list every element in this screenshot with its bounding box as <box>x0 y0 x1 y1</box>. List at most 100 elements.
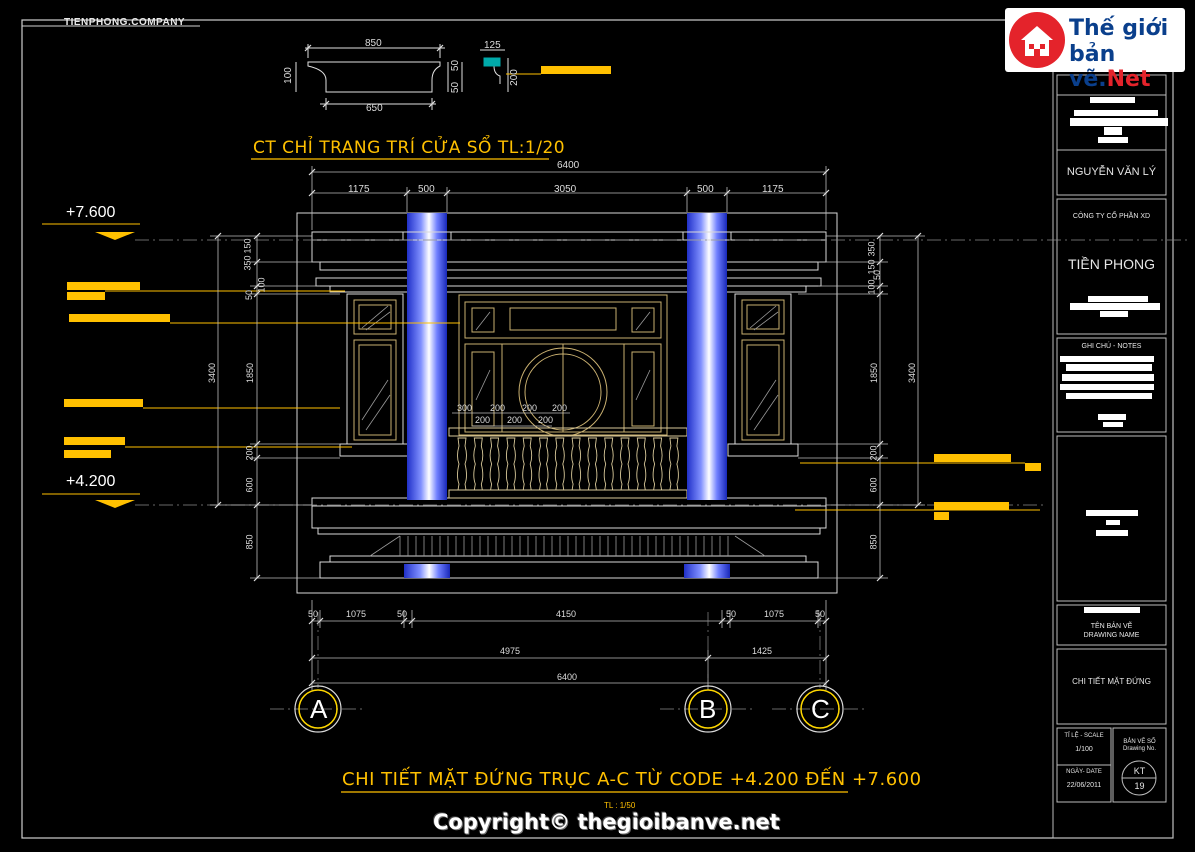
dim-bottom-4: 4150 <box>556 609 577 619</box>
tb-drawing-no-label-en: Drawing No. <box>1122 746 1156 752</box>
baluster <box>457 437 467 491</box>
dim-top-1: 1175 <box>348 184 370 195</box>
dim-right-total: 3400 <box>907 362 918 384</box>
dim-top-5: 1175 <box>762 184 784 195</box>
logo-line2-main: bản vẽ. <box>1069 42 1116 92</box>
dimension-tick <box>704 654 712 662</box>
company-header: TIENPHONG.COMPANY <box>64 17 186 28</box>
tb-drawing-name-label-en: DRAWING NAME <box>1083 632 1140 639</box>
elevation-scale: TL : 1/50 <box>604 801 636 810</box>
dimension-tick <box>308 679 316 687</box>
column-left <box>407 213 447 500</box>
dim-left-100: 100 <box>256 277 267 293</box>
balustrade <box>448 427 688 499</box>
tb-company-name: TIỀN PHONG <box>1067 256 1156 272</box>
baluster <box>505 437 516 491</box>
dim-left-850: 850 <box>244 534 255 550</box>
baluster <box>473 437 484 491</box>
axis-label-b: B <box>699 694 717 724</box>
rail-dim-top-2: 200 <box>490 403 506 413</box>
dimension-tick <box>436 44 444 52</box>
dimension-tick <box>253 258 261 266</box>
dimension-tick <box>876 440 884 448</box>
dimension-tick <box>876 282 884 290</box>
sheet-border <box>21 19 1174 839</box>
column-right <box>687 213 727 500</box>
rail-dim-top-4: 200 <box>552 403 568 413</box>
house-icon <box>1009 12 1065 68</box>
dimension-tick <box>718 617 726 625</box>
dimension-tick <box>914 232 922 240</box>
dimension-lines <box>210 166 925 690</box>
tb-date-value: 22/06/2011 <box>1066 782 1102 789</box>
dim-left-350: 350 <box>242 255 253 271</box>
baluster <box>522 437 533 491</box>
dimension-tick <box>822 168 830 176</box>
level-top: +7.600 <box>66 204 116 221</box>
dim-axis-total: 6400 <box>557 672 578 682</box>
logo-line1: Thế giới <box>1069 16 1169 41</box>
dimension-tick <box>822 617 830 625</box>
axis-label-c: C <box>811 694 830 724</box>
logo-line2-net: Net <box>1106 67 1151 92</box>
dim-right-200: 200 <box>868 445 879 461</box>
dimension-tick <box>308 189 316 197</box>
dim-left-1850: 1850 <box>245 362 256 384</box>
tb-designer: NGUYỄN VĂN LÝ <box>1066 166 1157 178</box>
tb-sheet-no: 19 <box>1134 781 1145 791</box>
dim-top-4: 500 <box>697 184 714 195</box>
leader-label-bar <box>541 66 611 74</box>
dim-left-total: 3400 <box>207 362 218 384</box>
dimension-tick <box>308 654 316 662</box>
column-base-left <box>404 564 450 578</box>
dimension-tick <box>876 290 884 298</box>
soffit-hatch <box>369 535 766 557</box>
detail-dim-50b: 50 <box>450 81 462 94</box>
tb-drawing-name: CHI TIẾT MẶT ĐỨNG <box>1072 677 1151 686</box>
dimension-tick <box>822 189 830 197</box>
dim-right-100: 100 <box>866 279 877 295</box>
axis-bubbles <box>294 685 844 733</box>
soffit-edge <box>369 535 401 557</box>
dim-left-50: 50 <box>244 289 255 301</box>
dimension-tick <box>914 501 922 509</box>
tb-company-label: CÔNG TY CỔ PHẦN XD <box>1072 213 1151 220</box>
dimension-tick <box>400 617 408 625</box>
tb-drawing-name-label: TÊN BẢN VẼ <box>1090 623 1133 630</box>
dimension-tick <box>253 454 261 462</box>
rail-dim-bottom-2: 200 <box>507 415 523 425</box>
dimension-tick <box>443 189 451 197</box>
dimension-tick <box>304 44 312 52</box>
dimension-tick <box>253 232 261 240</box>
dimension-tick <box>876 454 884 462</box>
dim-axis-bc: 1425 <box>752 646 773 656</box>
dimension-tick <box>403 189 411 197</box>
dimension-tick <box>723 189 731 197</box>
soffit-edge <box>734 535 766 557</box>
brand-logo[interactable]: Thế giới bản vẽ.Net <box>1005 8 1185 92</box>
dimension-tick <box>214 501 222 509</box>
dim-bottom-7: 50 <box>815 609 826 619</box>
dimension-tick <box>253 282 261 290</box>
baluster <box>538 437 549 491</box>
dimension-tick <box>876 258 884 266</box>
detail-dim-200: 200 <box>508 69 520 86</box>
dim-right-1850: 1850 <box>869 362 880 384</box>
dimension-tick <box>822 679 830 687</box>
dimension-tick <box>876 574 884 582</box>
detail-dim-100: 100 <box>282 67 294 84</box>
dimension-tick <box>253 440 261 448</box>
column-base-right <box>684 564 730 578</box>
baluster <box>668 437 679 491</box>
dim-bottom-6: 1075 <box>764 609 785 619</box>
dim-bottom-3: 50 <box>397 609 408 619</box>
dimension-tick <box>683 189 691 197</box>
dimension-ticks <box>214 44 922 687</box>
tb-scale-label: TỈ LỆ - SCALE <box>1064 733 1104 739</box>
baluster <box>587 437 598 491</box>
dim-bottom-5: 50 <box>726 609 737 619</box>
detail-title: CT CHỈ TRANG TRÍ CỬA SỔ TL:1/20 <box>253 138 566 158</box>
detail-dim-50a: 50 <box>450 59 462 72</box>
dim-top-total: 6400 <box>557 160 580 171</box>
